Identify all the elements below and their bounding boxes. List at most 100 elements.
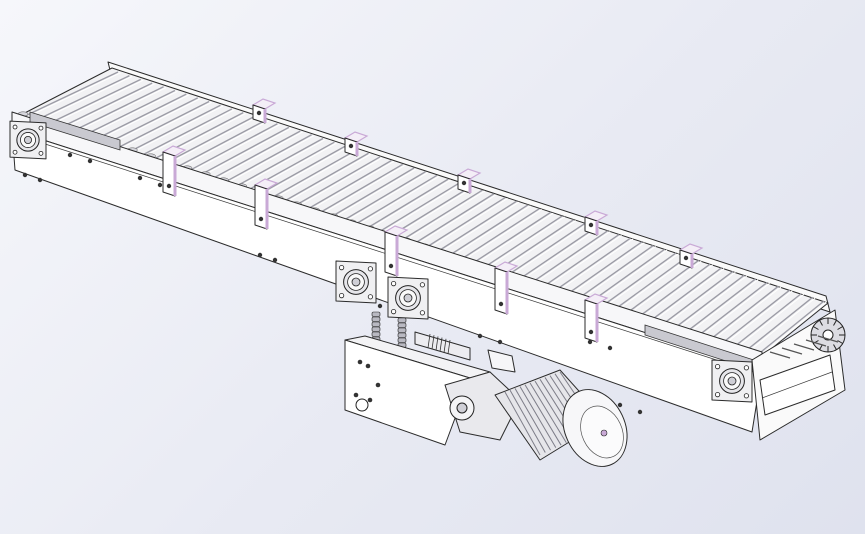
bracket-hole <box>388 263 394 269</box>
mount-hole <box>87 158 93 164</box>
bearing-bolt <box>390 280 397 287</box>
bearing-bolt <box>743 365 750 371</box>
shaft-end <box>23 135 32 144</box>
mount-hole <box>257 252 263 258</box>
chain-link <box>371 326 381 332</box>
slat <box>637 263 711 318</box>
slat-highlight <box>734 294 805 350</box>
slat-highlight <box>27 72 121 118</box>
leg-bracket <box>583 210 609 236</box>
spring-coil <box>439 337 443 352</box>
slat-highlight <box>711 286 782 342</box>
slat <box>295 156 381 206</box>
slat <box>484 215 563 268</box>
slat <box>284 152 369 202</box>
motor-mount-plate <box>344 339 471 446</box>
slat-highlight <box>50 79 144 125</box>
bracket-leg <box>494 267 508 315</box>
bracket-hole <box>498 301 504 307</box>
bracket-hole <box>348 143 354 149</box>
slat-highlight <box>310 161 395 211</box>
slat <box>661 270 734 326</box>
bearing-bolt <box>419 282 425 288</box>
mount-hole <box>477 333 483 339</box>
slat-highlight <box>404 190 486 242</box>
slat <box>201 126 290 175</box>
slat <box>755 300 825 357</box>
mount-hole <box>22 172 28 178</box>
slat-highlight <box>722 290 793 346</box>
slat-highlight <box>345 172 429 222</box>
gearbox-shaft <box>456 402 468 414</box>
bracket-leg <box>162 151 176 197</box>
slat-highlight <box>121 101 212 149</box>
mount-hole <box>67 152 73 158</box>
cooling-fin <box>519 386 557 448</box>
slat <box>555 237 631 291</box>
cooling-fin <box>514 388 551 451</box>
tail-roller <box>817 335 839 343</box>
flange-bearings <box>9 120 753 403</box>
leg-bracket <box>456 168 482 194</box>
slat <box>319 163 404 214</box>
sprocket-tooth <box>813 326 819 330</box>
plate-hole <box>367 397 373 403</box>
bearing-bolt <box>38 125 44 131</box>
mount-hole <box>497 339 503 345</box>
slat-highlight <box>227 135 315 184</box>
chute-fold <box>761 371 833 399</box>
mount-hole <box>157 182 163 188</box>
slat <box>272 148 358 198</box>
slat <box>472 211 552 264</box>
mount-hole <box>587 339 593 345</box>
slat-highlight <box>581 245 656 300</box>
slat <box>119 100 210 148</box>
slat <box>449 204 529 256</box>
bearing-bolt <box>367 266 373 272</box>
slat-highlight <box>274 149 360 199</box>
sprocket-tooth <box>837 340 843 344</box>
slat-highlight <box>640 264 713 319</box>
tail-end-assembly <box>751 309 846 441</box>
mount-hole <box>607 345 613 351</box>
slat <box>354 174 438 225</box>
slat-highlight <box>487 216 565 269</box>
shaft-end <box>351 277 361 287</box>
slat-highlight <box>475 212 554 265</box>
cooling-fin <box>524 384 562 446</box>
plate-bore <box>355 398 369 412</box>
left-chain-window <box>29 111 121 151</box>
slat <box>342 171 426 222</box>
fan-cover-center <box>600 429 608 437</box>
slat <box>531 230 609 284</box>
sprocket-tooth <box>819 320 823 326</box>
slat <box>519 226 597 280</box>
slat <box>213 130 301 179</box>
slat-highlight <box>39 76 133 122</box>
slat-highlight <box>569 242 645 296</box>
slat <box>83 89 176 136</box>
slat-highlight <box>133 105 224 153</box>
tail-roller <box>793 343 815 351</box>
sprocket-tooth <box>833 320 837 326</box>
bracket-hole <box>588 329 594 335</box>
spring-coil <box>435 336 439 351</box>
plate-hole <box>357 359 363 365</box>
bracket-hole <box>256 110 262 116</box>
shaft-end <box>727 376 737 386</box>
slat <box>71 86 164 133</box>
slat-highlight <box>86 90 178 137</box>
cooling-fin <box>529 382 567 443</box>
slat <box>684 278 757 334</box>
slat-highlight <box>498 220 577 273</box>
slat <box>590 248 665 303</box>
spring-coil <box>447 339 451 355</box>
slat <box>260 145 347 195</box>
slat-highlight <box>263 146 349 195</box>
slat <box>401 189 483 241</box>
slat-highlight <box>62 83 155 129</box>
bearing-bolt <box>714 363 721 370</box>
slat <box>36 75 130 121</box>
